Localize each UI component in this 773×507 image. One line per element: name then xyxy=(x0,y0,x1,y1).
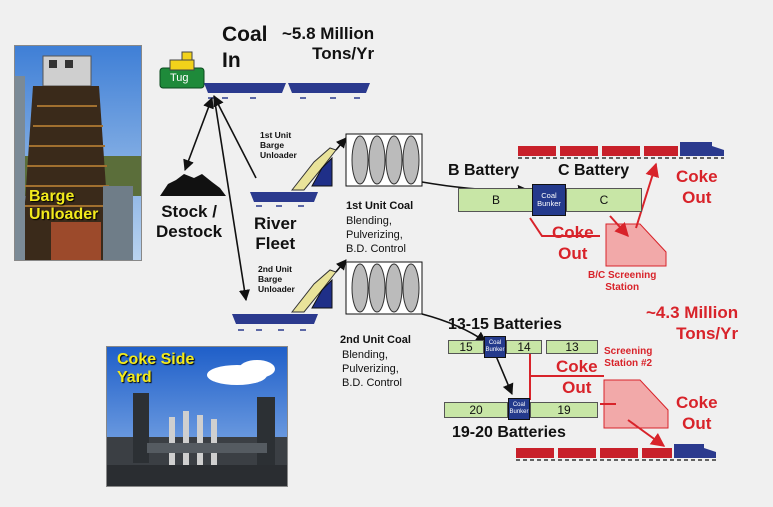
screening-station-2-shape xyxy=(603,379,669,429)
unit1-barge xyxy=(250,192,318,202)
coke-side-yard-image xyxy=(107,347,287,486)
barge-unloader-image xyxy=(15,46,141,260)
unit2-coal-title: 2nd Unit Coal xyxy=(340,334,411,346)
tug-label: Tug xyxy=(170,72,189,84)
screening2-to-train-arrow xyxy=(627,419,666,447)
batteries-19-20-title: 19-20 Batteries xyxy=(452,424,566,441)
tons-in-label: ~5.8 Million Tons/Yr xyxy=(282,24,375,63)
bc-screening-station-shape xyxy=(605,223,667,267)
tug-boat xyxy=(159,51,205,89)
b-battery-title: B Battery xyxy=(448,162,520,179)
unit2-coal-body: Blending, Pulverizing, B.D. Control xyxy=(342,349,402,389)
battery-14-cell: 14 xyxy=(506,340,542,354)
stock-destock-label: Stock / Destock xyxy=(156,202,223,241)
barge-unloader-label: Barge Unloader xyxy=(29,188,99,223)
battery-15-cell: 15 xyxy=(448,340,484,354)
unit1-coal-body: Blending, Pulverizing, B.D. Control xyxy=(346,215,406,255)
unit2-unloader-label: 2nd Unit Barge Unloader xyxy=(258,264,295,294)
bc-screening-station-label: B/C Screening Station xyxy=(588,270,657,293)
coke-out-batteries: Coke Out xyxy=(556,357,598,397)
coke-out-bottom-right: Coke Out xyxy=(676,393,718,433)
unit1-blending-drums xyxy=(345,133,423,187)
top-train xyxy=(518,142,724,159)
c-battery-title: C Battery xyxy=(558,162,630,179)
coke-side-yard-label: Coke Side Yard xyxy=(117,351,195,386)
b-battery-cell: B xyxy=(458,188,534,212)
stock-arrow xyxy=(183,96,214,172)
coke-out-bc: Coke Out xyxy=(552,223,594,263)
batteries-13-15-title: 13-15 Batteries xyxy=(448,316,562,333)
fleet-arrow-up xyxy=(213,95,257,179)
bottom-train xyxy=(516,444,718,461)
batteries-coke-line xyxy=(529,350,604,400)
c-battery-cell: C xyxy=(566,188,642,212)
unit2-barge xyxy=(232,314,318,324)
barges-top xyxy=(204,83,370,99)
battery-19-cell: 19 xyxy=(530,402,598,418)
bc-coke-line xyxy=(529,217,600,237)
batteries-13-15-coal-bunker: Coal Bunker xyxy=(484,336,506,358)
stock-pile xyxy=(160,174,226,196)
battery-20-cell: 20 xyxy=(444,402,508,418)
unit2-blending-drums xyxy=(345,261,423,315)
unit2-to-bunker-arrow xyxy=(421,313,487,343)
batteries-19-20-coal-bunker: Coal Bunker xyxy=(508,398,530,420)
river-fleet-label: River Fleet xyxy=(254,214,297,253)
coal-in-label: Coal In xyxy=(222,23,268,72)
bc-to-train-arrow xyxy=(635,162,659,229)
coke-out-top-right: Coke Out xyxy=(676,167,718,207)
battery-13-cell: 13 xyxy=(546,340,598,354)
tons-out-label: ~4.3 Million Tons/Yr xyxy=(646,303,739,343)
barge-unloader-photo: Barge Unloader xyxy=(14,45,142,261)
unit1-coal-title: 1st Unit Coal xyxy=(346,200,414,212)
screening-station-2-label: Screening Station #2 xyxy=(604,346,653,369)
coke-side-yard-photo: Coke Side Yard xyxy=(106,346,288,487)
bunker-13-to-19-arrow xyxy=(495,355,514,396)
unit1-unloader-label: 1st Unit Barge Unloader xyxy=(260,130,297,160)
bc-coal-bunker: Coal Bunker xyxy=(532,184,566,216)
fleet-arrow-down xyxy=(213,95,250,302)
